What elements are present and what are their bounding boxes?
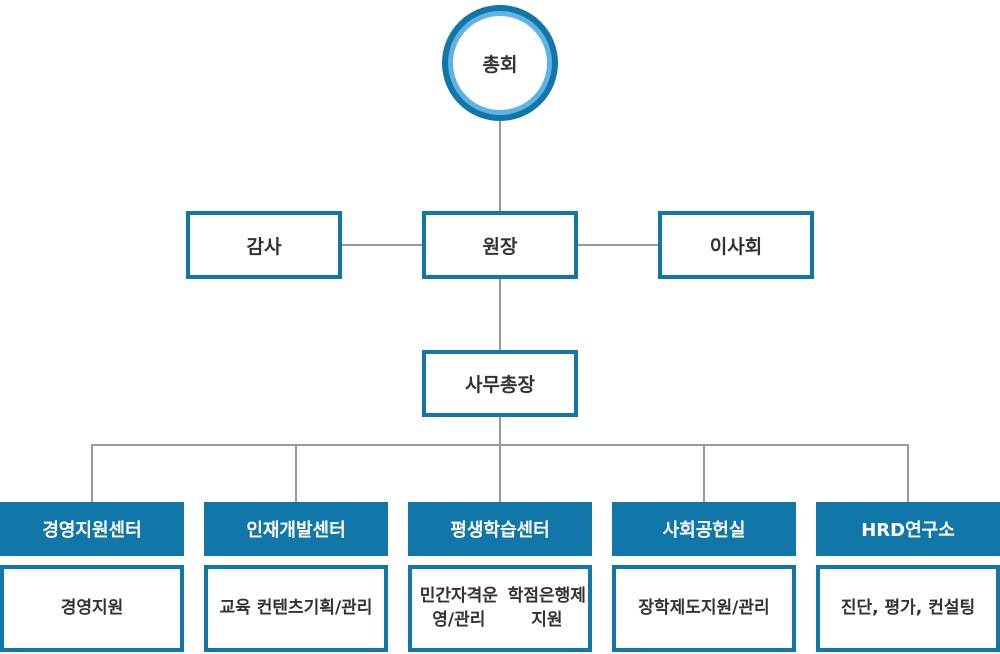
dept-social-contribution: 사회공헌실 [612,502,796,556]
sub-line: 학점은행제 지원 [507,585,586,630]
board-box: 이사회 [658,211,814,279]
connector-dept-4 [703,444,705,502]
dept-management-support: 경영지원센터 [0,502,184,556]
president-box: 원장 [422,211,578,279]
sub-hrd-institute: 진단, 평가, 컨설팅 [816,565,1000,652]
dept-talent-development: 인재개발센터 [204,502,388,556]
sub-line: 지원/관리 [700,597,770,618]
secretary-general-box: 사무총장 [422,350,578,417]
connector-dept-1 [91,444,93,502]
sub-talent-development: 교육 컨텐츠 기획/관리 [204,565,388,652]
connector-auditor-president [342,244,422,246]
sub-lifelong-learning: 민간자격운영/관리 학점은행제 지원 [408,565,592,652]
sub-social-contribution: 장학제도 지원/관리 [612,565,796,652]
sub-line: 경영지원 [60,597,124,618]
sub-line: 교육 컨텐츠 [219,597,304,618]
connector-secretary-down [499,417,501,445]
assembly-node: 총회 [442,5,558,121]
connector-dept-5 [907,444,909,502]
sub-line: 민간자격운영/관리 [419,585,498,630]
connector-assembly-president [499,121,501,211]
sub-line: 기획/관리 [303,597,373,618]
sub-line: 장학제도 [638,597,701,618]
assembly-ring: 총회 [448,11,552,115]
dept-lifelong-learning: 평생학습센터 [408,502,592,556]
assembly-label: 총회 [453,16,547,110]
connector-dept-3 [499,444,501,502]
connector-president-board [578,244,658,246]
sub-management-support: 경영지원 [0,565,184,652]
sub-line: 진단, 평가, 컨설팅 [840,597,976,618]
connector-president-secretary [499,279,501,350]
dept-hrd-institute: HRD연구소 [816,502,1000,556]
connector-dept-2 [295,444,297,502]
auditor-box: 감사 [186,211,342,279]
